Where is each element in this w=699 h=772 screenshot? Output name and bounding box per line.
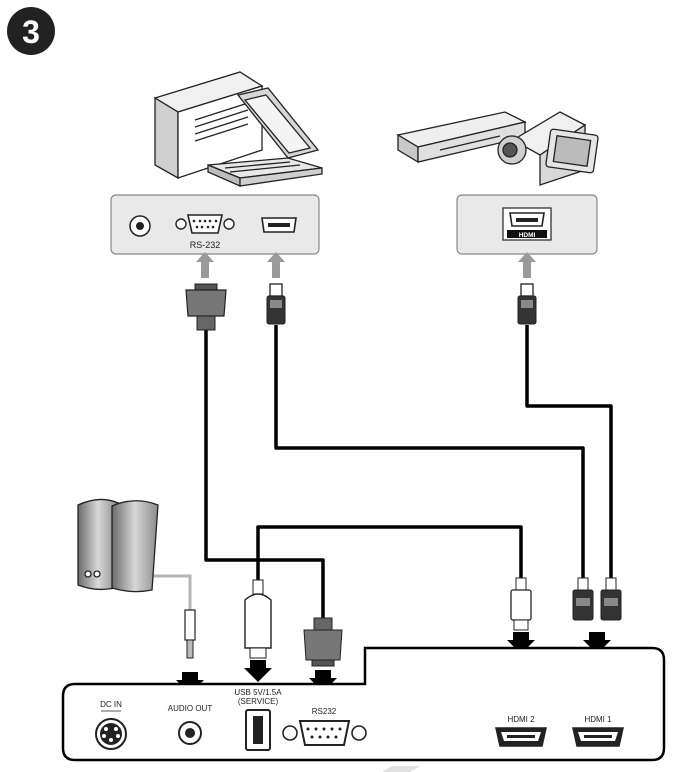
audio-out-port-icon [178,721,202,745]
usb-service-label: (SERVICE) [238,697,279,706]
usb-port-icon [245,709,271,751]
rs232-label: RS-232 [190,240,221,250]
decorative-mark [382,766,420,772]
audio-plug [184,609,196,659]
hdmi1-label: HDMI 1 [584,715,612,724]
rs232-port-icon [175,214,235,234]
dvd-player-icon [396,111,527,164]
video-source-panel: HDMI [456,194,598,255]
laptop-icon [207,87,323,187]
audio-out-label: AUDIO OUT [168,704,213,713]
arrow-down-icon [507,632,535,654]
arrow-up-icon [196,252,214,278]
audio-cable [152,574,192,612]
camcorder-icon [497,111,599,186]
arrow-down-icon [244,660,272,682]
usb-plug [244,579,272,659]
cables [204,325,613,622]
hdmi2-label: HDMI 2 [507,715,535,724]
rs232-cable-connector [185,283,227,331]
hdmi2-port-icon [495,727,547,747]
rs232-port-label: RS232 [312,707,337,716]
hdmi1-port-icon [572,727,624,747]
arrow-down-icon [309,670,337,692]
rs232-bottom-connector [303,617,343,667]
speaker-icon [77,498,159,593]
rs232-port-icon [282,720,367,746]
hdmi1-cable-connector [572,577,622,621]
step-number: 3 [22,14,40,50]
projector-panel: DC IN AUDIO OUT USB 5V/1.5A (SERVICE) RS… [61,646,666,762]
computer-source-panel: RS-232 [110,194,320,255]
arrow-up-icon [267,252,285,278]
arrow-down-icon [583,632,611,654]
hdmi-cable-connector [517,283,537,325]
hdmi-cable-connector [266,283,286,325]
dc-in-port-icon [95,718,127,750]
step-badge: 3 [7,7,55,55]
dc-in-label: DC IN [100,700,122,709]
hdmi-badge: HDMI [519,232,536,239]
desktop-computer-icon [153,71,264,180]
hdmi2-cable-connector [510,577,532,631]
usb-label: USB 5V/1.5A [234,688,282,697]
hdmi-port-icon [261,217,297,233]
arrow-up-icon [518,252,536,278]
